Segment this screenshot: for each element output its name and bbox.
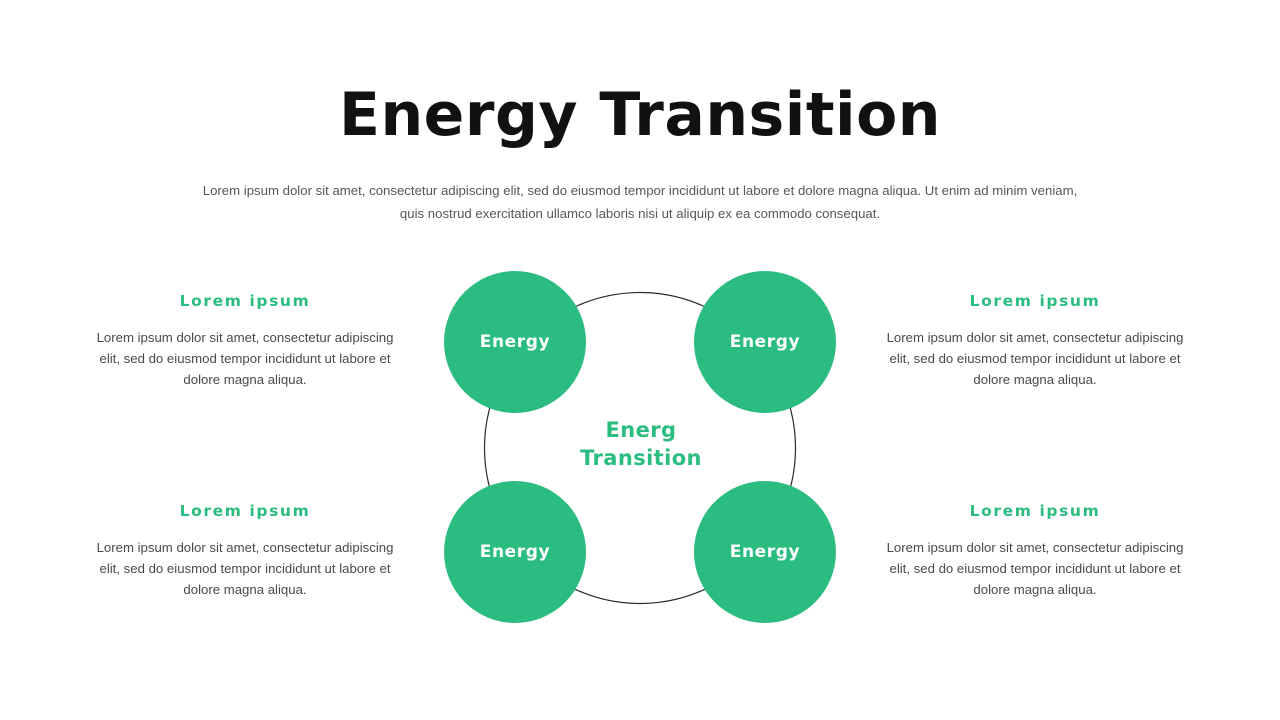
block-body: Lorem ipsum dolor sit amet, consectetur … <box>886 330 1184 387</box>
block-heading: Lorem ipsum <box>179 502 311 520</box>
connector-ring-icon <box>483 291 797 605</box>
bubble-label: Energy <box>479 542 551 562</box>
center-label-line-1: Energ <box>605 418 677 442</box>
bubble-top-right[interactable]: Energy <box>694 271 836 413</box>
block-heading: Lorem ipsum <box>179 292 311 310</box>
cycle-diagram: Energy Energy Energy Energy Energ Transi… <box>444 271 838 625</box>
bubble-top-left[interactable]: Energy <box>444 271 586 413</box>
text-block-left-top: Lorem ipsum Lorem ipsum dolor sit amet, … <box>85 291 405 390</box>
bubble-bottom-right[interactable]: Energy <box>694 481 836 623</box>
bubble-label: Energy <box>479 332 551 352</box>
bubble-bottom-left[interactable]: Energy <box>444 481 586 623</box>
text-block-left-bottom: Lorem ipsum Lorem ipsum dolor sit amet, … <box>85 501 405 600</box>
block-heading: Lorem ipsum <box>969 292 1101 310</box>
center-label-line-2: Transition <box>580 446 702 470</box>
block-heading: Lorem ipsum <box>969 502 1101 520</box>
block-body: Lorem ipsum dolor sit amet, consectetur … <box>96 330 394 387</box>
block-body: Lorem ipsum dolor sit amet, consectetur … <box>886 540 1184 597</box>
diagram-center-label: Energ Transition <box>521 416 761 472</box>
slide-subtitle: Lorem ipsum dolor sit amet, consectetur … <box>202 183 1078 221</box>
text-block-right-bottom: Lorem ipsum Lorem ipsum dolor sit amet, … <box>875 501 1195 600</box>
bubble-label: Energy <box>729 542 801 562</box>
page-title: Energy Transition <box>338 80 942 150</box>
text-block-right-top: Lorem ipsum Lorem ipsum dolor sit amet, … <box>875 291 1195 390</box>
bubble-label: Energy <box>729 332 801 352</box>
block-body: Lorem ipsum dolor sit amet, consectetur … <box>96 540 394 597</box>
